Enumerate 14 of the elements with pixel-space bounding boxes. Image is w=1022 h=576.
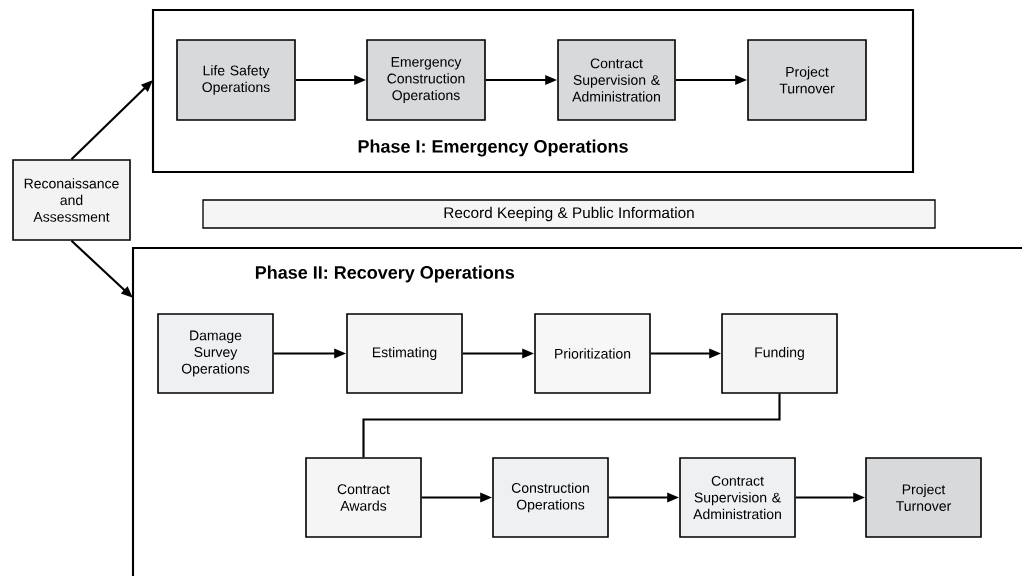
process-box: Project Turnover [747,39,867,121]
process-box: Estimating [346,313,463,394]
process-box: Project Turnover [865,457,982,538]
process-box: Reconaissance and Assessment [12,159,131,241]
process-box: Prioritization [534,313,651,394]
process-box: Funding [721,313,838,394]
process-box: Contract Supervision & Administration [679,457,796,538]
process-box: Contract Supervision & Administration [557,39,676,121]
process-box: Construction Operations [492,457,609,538]
process-box: Damage Survey Operations [157,313,274,394]
process-box: Emergency Construction Operations [366,39,486,121]
process-box: Life Safety Operations [176,39,296,121]
info-band: Record Keeping & Public Information [202,199,936,229]
process-box: Contract Awards [305,457,422,538]
